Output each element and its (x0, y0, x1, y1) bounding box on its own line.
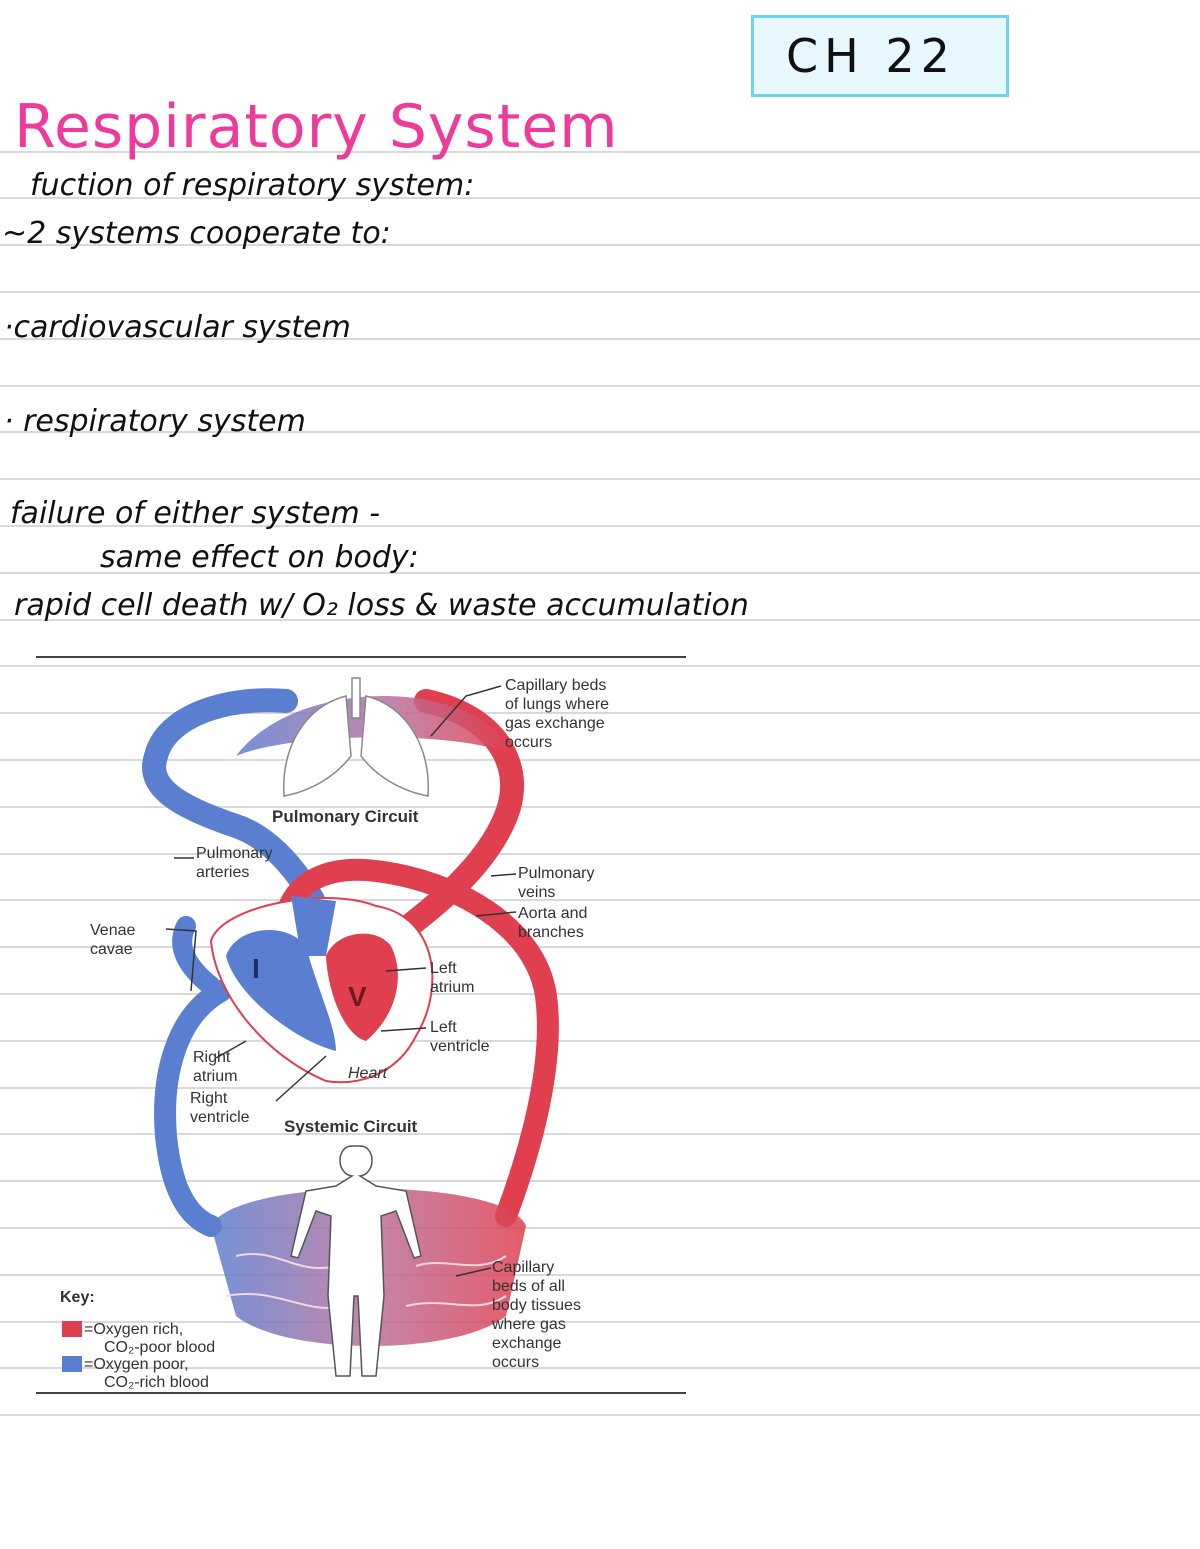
label-right-ventricle: Right (190, 1090, 228, 1107)
diagram-labels: Capillary beds of lungs where gas exchan… (90, 677, 609, 1371)
label-left-ventricle: Left (430, 1019, 457, 1036)
label-systemic-circuit: Systemic Circuit (284, 1117, 418, 1136)
label-body-capillaries: Capillary (492, 1259, 554, 1276)
label-aorta: Aorta and (518, 905, 587, 922)
label-lung-capillaries: Capillary beds (505, 677, 606, 694)
key-label: =Oxygen rich, (84, 1321, 183, 1338)
label-heart: Heart (348, 1065, 388, 1082)
label-aorta: branches (518, 924, 584, 941)
label-left-ventricle: ventricle (430, 1038, 490, 1055)
key-label: =Oxygen poor, (84, 1356, 189, 1373)
label-pulmonary-circuit: Pulmonary Circuit (272, 807, 419, 826)
label-pulmonary-arteries: Pulmonary (196, 845, 272, 862)
label-venae-cavae: Venae (90, 922, 135, 939)
left-chamber-numeral: V (348, 981, 367, 1012)
chapter-label: CH 22 (751, 15, 1009, 97)
label-lung-capillaries: of lungs where (505, 696, 609, 713)
circulation-diagram: I V Capillary beds of lungs where gas ex… (36, 656, 686, 1396)
figure-key: Key: =Oxygen rich, CO₂-poor blood =Oxyge… (60, 1289, 215, 1391)
label-left-atrium: Left (430, 960, 457, 977)
label-body-capillaries: beds of all (492, 1278, 565, 1295)
label-pulmonary-veins: veins (518, 884, 555, 901)
note-line: · respiratory system (4, 404, 306, 439)
label-venae-cavae: cavae (90, 941, 133, 958)
human-figure (290, 1145, 422, 1377)
label-right-ventricle: ventricle (190, 1109, 250, 1126)
key-title: Key: (60, 1289, 95, 1306)
label-body-capillaries: exchange (492, 1335, 561, 1352)
note-line: ·cardiovascular system (4, 310, 351, 345)
heart (209, 896, 434, 1084)
label-body-capillaries: where gas (491, 1316, 566, 1333)
note-line: same effect on body: (100, 540, 419, 575)
right-chamber-numeral: I (252, 953, 260, 984)
note-line: rapid cell death w/ O₂ loss & waste accu… (14, 588, 749, 623)
label-body-capillaries: occurs (492, 1354, 539, 1371)
note-line: fuction of respiratory system: (30, 168, 475, 203)
note-line: failure of either system - (10, 496, 381, 531)
label-right-atrium: atrium (193, 1068, 237, 1085)
leader-lines (165, 685, 517, 1277)
label-body-capillaries: body tissues (492, 1297, 581, 1314)
circulation-diagram-svg: I V Capillary beds of lungs where gas ex… (36, 656, 686, 1394)
lungs (283, 677, 429, 797)
page-title: Respiratory System (14, 92, 619, 162)
label-pulmonary-veins: Pulmonary (518, 865, 594, 882)
key-swatch-oxygen-rich (62, 1321, 82, 1337)
key-label: CO₂-rich blood (104, 1374, 209, 1391)
label-lung-capillaries: gas exchange (505, 715, 605, 732)
label-pulmonary-arteries: arteries (196, 864, 249, 881)
key-swatch-oxygen-poor (62, 1356, 82, 1372)
label-right-atrium: Right (193, 1049, 231, 1066)
label-left-atrium: atrium (430, 979, 474, 996)
note-line: ~2 systems cooperate to: (2, 216, 391, 251)
key-label: CO₂-poor blood (104, 1339, 215, 1356)
oxygen-poor-vessels (142, 688, 328, 1237)
label-lung-capillaries: occurs (505, 734, 552, 751)
